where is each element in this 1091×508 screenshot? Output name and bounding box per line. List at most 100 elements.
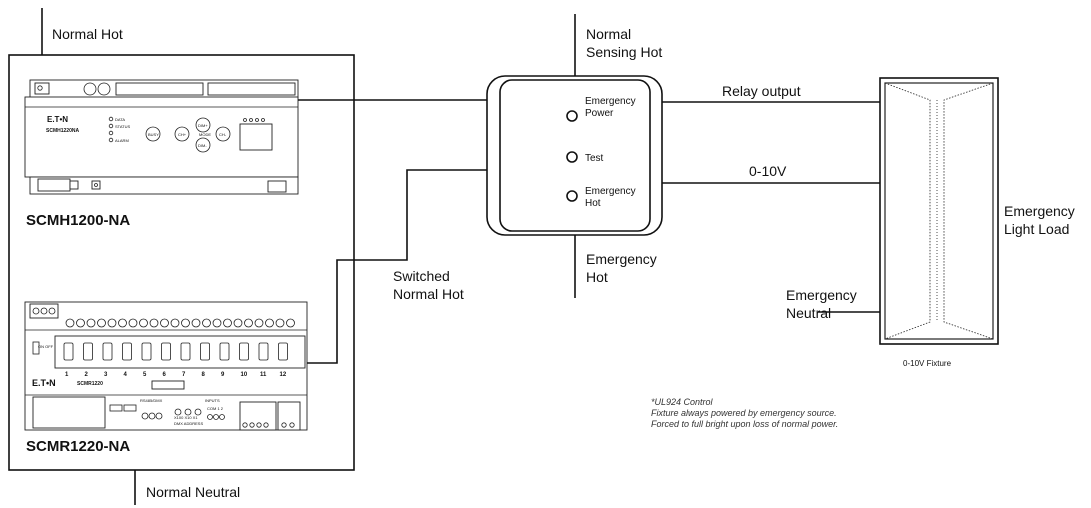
relay-switch	[180, 342, 191, 361]
emergency-neutral-label-2: Neutral	[786, 305, 831, 321]
scmr-top-terminals	[32, 307, 295, 328]
scmr-rs485-label: RS485/DMX	[140, 398, 163, 403]
scmr-relay-switches	[63, 342, 288, 361]
scmr-dial-labels: X100 X10 X1	[174, 415, 198, 420]
relay-switch	[141, 342, 152, 361]
scmh-button-dim-minus: DIM-	[198, 143, 207, 148]
scmh-display	[239, 123, 273, 151]
emergency-relay-panel: Emergency Power Test Emergency Hot	[486, 75, 663, 236]
fixture-power-note: Fixture always powered by emergency sour…	[651, 408, 837, 418]
terminal-screw	[233, 318, 243, 328]
terminal-screw	[107, 318, 117, 328]
scmh-button-busy: BUSY	[148, 132, 159, 137]
emergency-light-load-label-1: Emergency	[1004, 203, 1075, 219]
scmh-button-dim-plus: DIM+	[198, 123, 208, 128]
scmr-switch-label: ON OFF	[38, 344, 54, 349]
terminal-screw	[170, 318, 180, 328]
terminal-screw	[160, 318, 169, 328]
terminal-screw	[149, 318, 159, 328]
fixture-caption: 0-10V Fixture	[903, 359, 952, 368]
terminal-screw	[191, 318, 201, 328]
terminal-screw	[32, 307, 40, 315]
terminal-screw	[76, 318, 85, 328]
full-bright-note: Forced to full bright upon loss of norma…	[651, 419, 838, 429]
terminal-screw	[97, 318, 106, 328]
emergency-power-label-2: Power	[585, 108, 614, 119]
scmh-device-name: SCMH1200-NA	[26, 212, 130, 229]
terminal-screw	[286, 318, 295, 328]
scmh-device: E.T•N SCMH1220NA DATA STATUS ALARM BUSY …	[24, 79, 299, 195]
scmh-button-mode: MODE	[199, 132, 211, 137]
wires	[298, 14, 880, 364]
terminal-screw	[128, 318, 138, 328]
channel-number: 9	[221, 372, 225, 378]
relay-switch	[200, 342, 210, 361]
control-enclosure	[8, 8, 355, 505]
terminal-screw	[139, 318, 148, 328]
channel-number: 7	[182, 372, 186, 378]
switched-normal-hot-label-2: Normal Hot	[393, 286, 464, 302]
relay-switch	[278, 342, 288, 361]
relay-switch	[258, 342, 269, 361]
terminal-screw	[40, 307, 48, 315]
relay-switch	[63, 342, 74, 361]
normal-neutral-label: Normal Neutral	[146, 484, 240, 500]
terminal-screw	[244, 318, 253, 328]
scmr-device-name: SCMR1220-NA	[26, 438, 130, 455]
zero-ten-v-label: 0-10V	[749, 163, 787, 179]
relay-switch	[239, 342, 249, 361]
terminal-screw	[265, 318, 274, 328]
channel-number: 11	[260, 372, 267, 378]
terminal-screw	[223, 318, 232, 328]
channel-number: 10	[241, 372, 248, 378]
terminal-screw	[86, 318, 96, 328]
ul924-note: *UL924 Control	[651, 397, 714, 407]
emergency-power-indicator	[566, 110, 578, 122]
channel-number: 4	[124, 372, 128, 378]
emergency-power-label-1: Emergency	[585, 96, 636, 107]
relay-switch	[122, 342, 132, 361]
channel-number: 1	[65, 372, 69, 378]
scmh-buttons: BUSY CH+ DIM+ MODE DIM- CH-	[145, 117, 231, 153]
emergency-hot-indicator-label-1: Emergency	[585, 186, 636, 197]
test-label: Test	[585, 153, 604, 164]
scmh-indicator-data: DATA	[115, 117, 125, 122]
emergency-neutral-label-1: Emergency	[786, 287, 857, 303]
scmr-input-labels: COM 1 2	[207, 406, 224, 411]
channel-number: 12	[280, 372, 287, 378]
scmr-model-label: SCMR1220	[77, 381, 103, 387]
channel-number: 8	[202, 372, 206, 378]
emergency-light-load-label-2: Light Load	[1004, 221, 1069, 237]
scmh-model-label: SCMH1220NA	[46, 128, 79, 134]
normal-sensing-hot-label-2: Sensing Hot	[586, 44, 662, 60]
channel-number: 5	[143, 372, 147, 378]
scmh-brand-logo: E.T•N	[47, 115, 68, 124]
scmh-button-ch-plus: CH+	[178, 132, 187, 137]
channel-number: 2	[85, 372, 89, 378]
terminal-screw	[275, 318, 285, 328]
terminal-screw	[48, 307, 56, 315]
terminal-screw	[212, 318, 222, 328]
terminal-screw	[202, 318, 211, 328]
channel-number: 3	[104, 372, 108, 378]
relay-switch	[161, 342, 171, 361]
normal-hot-label: Normal Hot	[52, 26, 123, 42]
terminal-screw	[65, 318, 75, 328]
scmh-indicator-alarm: ALARM	[115, 138, 129, 143]
scmh-indicator-status: STATUS	[115, 124, 131, 129]
scmh-button-ch-minus: CH-	[219, 132, 227, 137]
scmh-indicators: DATA STATUS ALARM	[108, 116, 131, 143]
emergency-hot-indicator-label-2: Hot	[585, 198, 601, 209]
emergency-light-fixture	[879, 77, 999, 345]
normal-sensing-hot-label-1: Normal	[586, 26, 631, 42]
scmr-dmx-address-label: DMX ADDRESS	[174, 421, 203, 426]
switched-normal-hot-label-1: Switched	[393, 268, 450, 284]
relay-output-label: Relay output	[722, 83, 801, 99]
emergency-hot-label-1: Emergency	[586, 251, 657, 267]
emergency-hot-indicator	[566, 190, 578, 202]
channel-number: 6	[163, 372, 167, 378]
terminal-screw	[181, 318, 190, 328]
